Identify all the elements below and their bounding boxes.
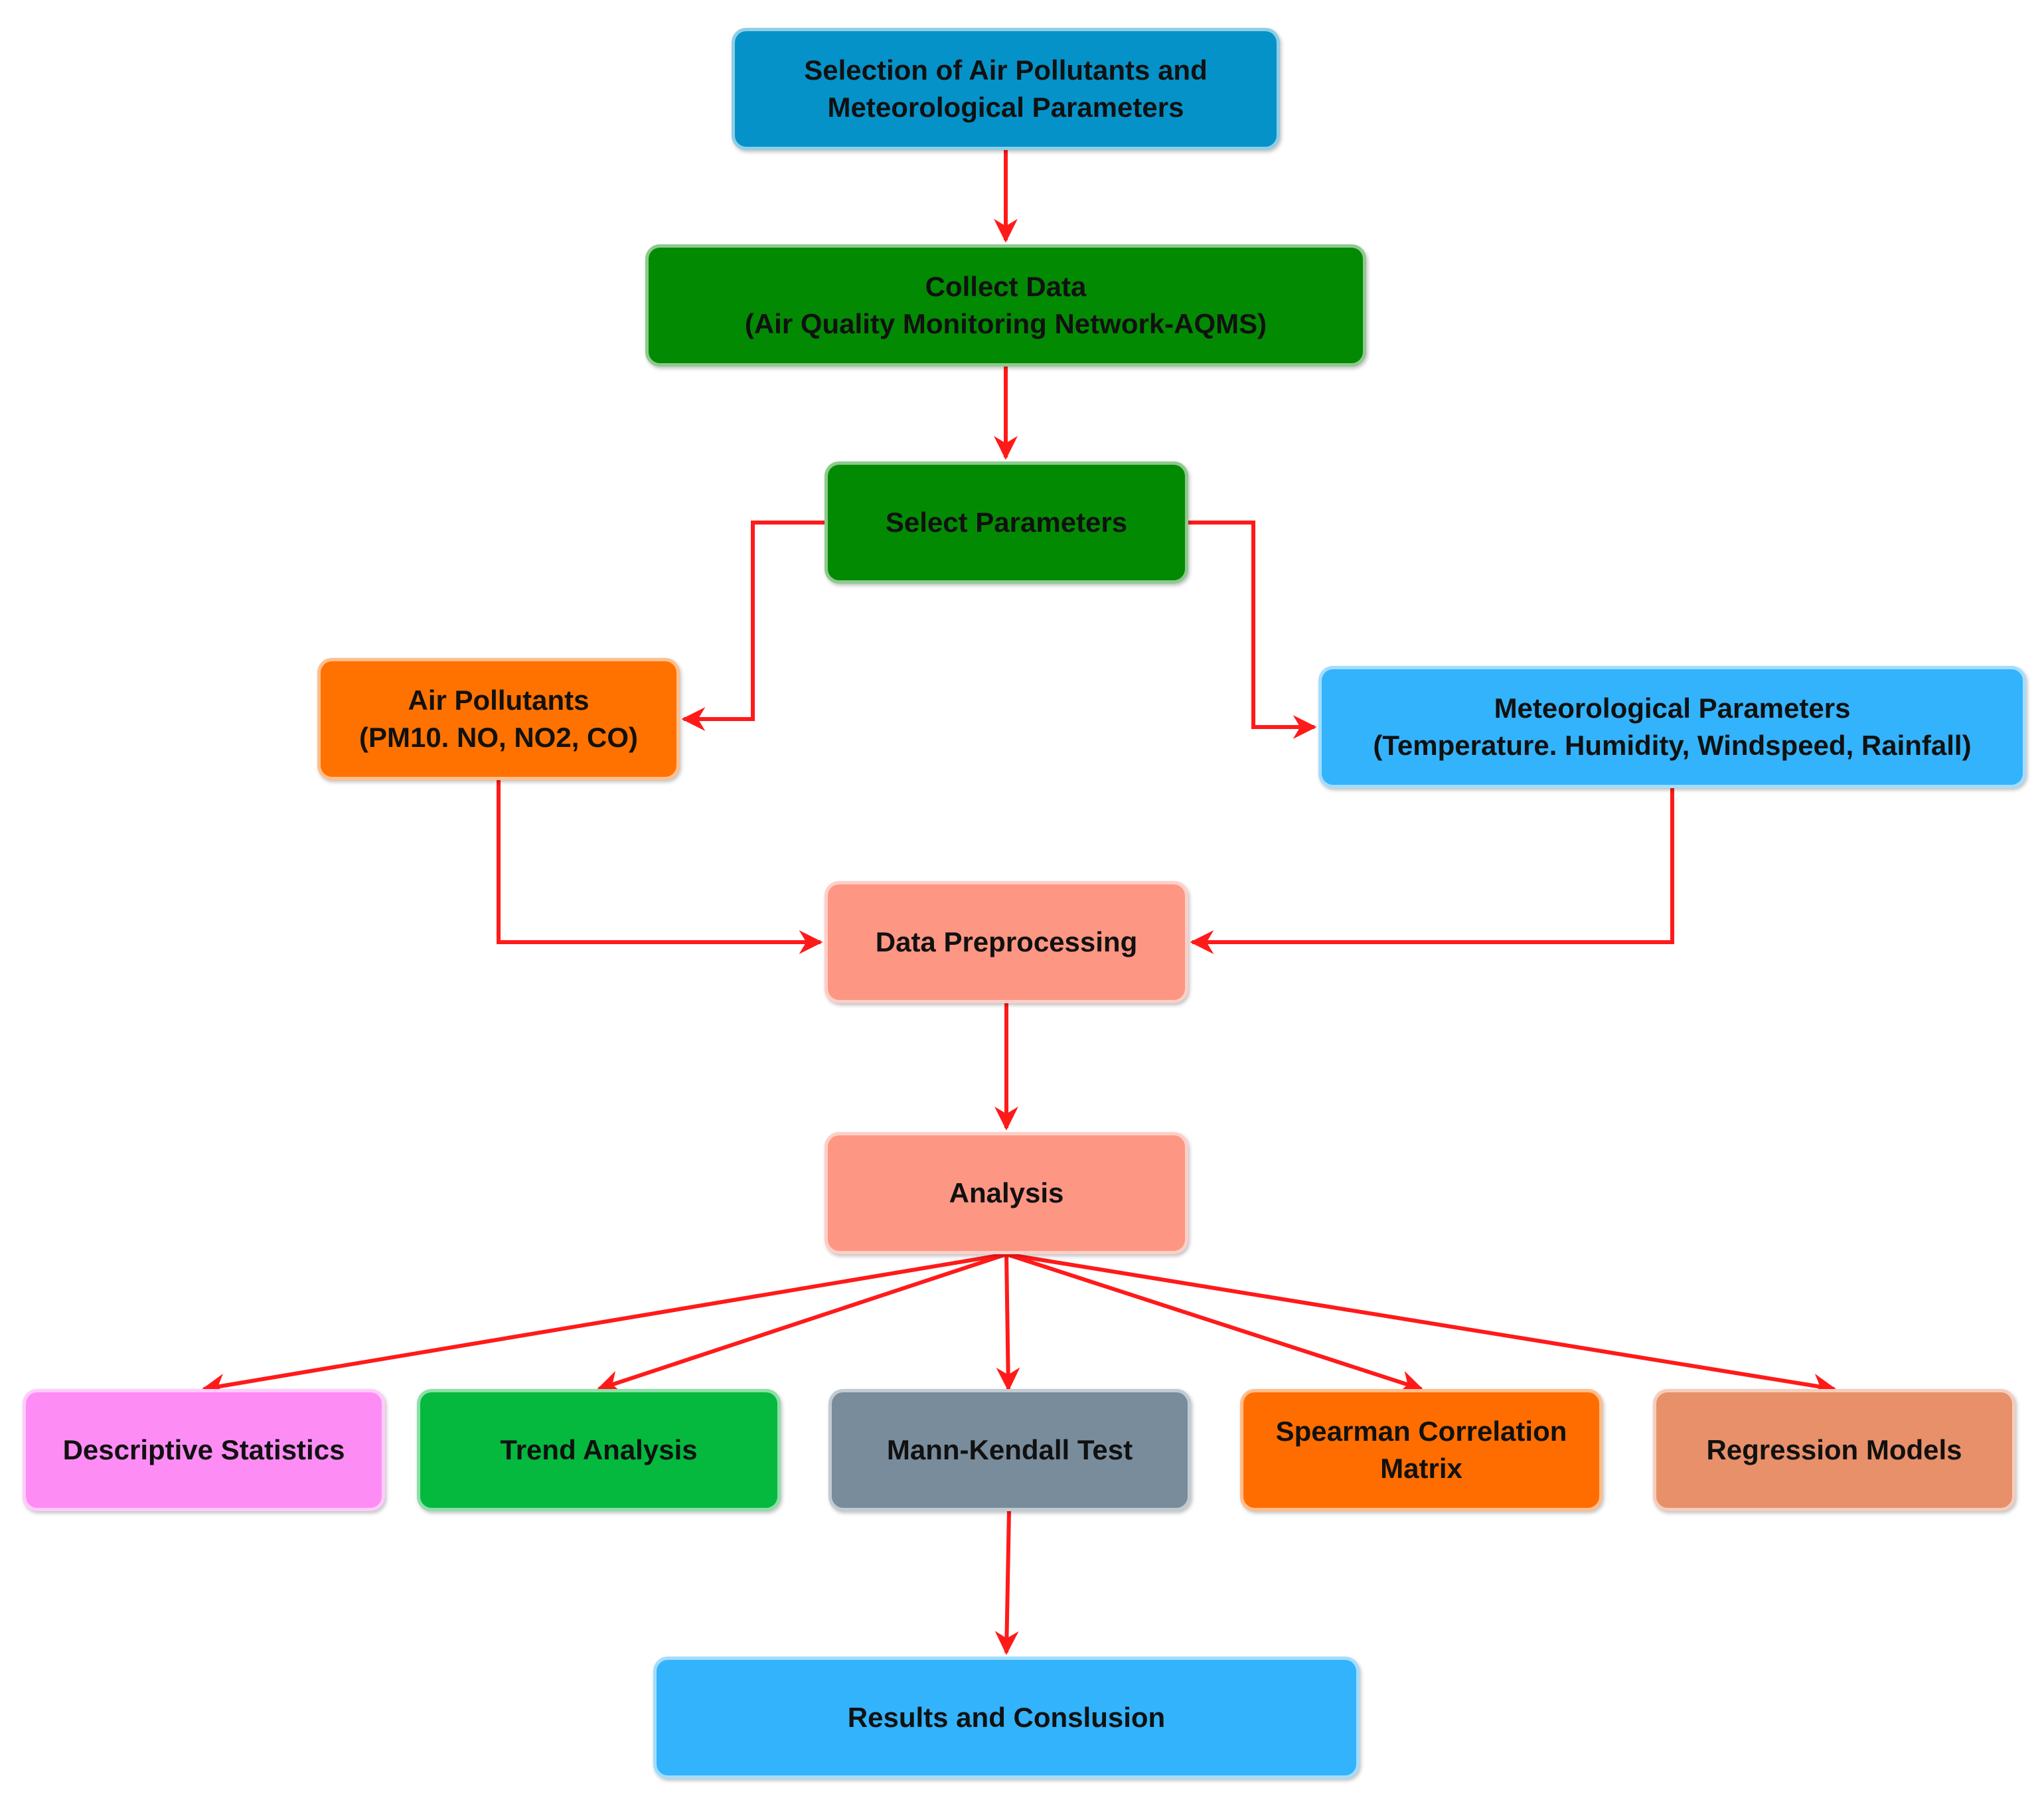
node-text-line: Regression Models	[1706, 1434, 1962, 1465]
node-text-line: Meteorological Parameters	[1494, 693, 1851, 724]
node-text-line: (Air Quality Monitoring Network-AQMS)	[744, 308, 1267, 339]
node-text-line: Meteorological Parameters	[827, 92, 1184, 123]
node-analysis: Analysis	[825, 1132, 1188, 1254]
node-text-line: (PM10. NO, NO2, CO)	[358, 722, 639, 753]
node-text-line: Select Parameters	[885, 507, 1128, 538]
arrow-mann-kendall-to-results	[994, 1511, 1019, 1655]
node-text-line: Spearman Correlation	[1275, 1416, 1567, 1447]
node-text-line: Descriptive Statistics	[62, 1434, 345, 1465]
node-data-preprocessing: Data Preprocessing	[825, 881, 1188, 1003]
node-results-and-conclusion: Results and Conslusion	[653, 1657, 1360, 1779]
node-text-line: Collect Data	[925, 271, 1087, 302]
node-mann-kendall-test: Mann-Kendall Test	[828, 1389, 1191, 1511]
arrow-select-parameters-to-air-pollutants	[681, 521, 825, 731]
arrow-meteorological-to-preprocessing	[1190, 788, 1674, 954]
node-text-line: Trend Analysis	[500, 1434, 698, 1465]
node-trend-analysis: Trend Analysis	[417, 1389, 781, 1511]
arrow-air-pollutants-to-preprocessing	[497, 780, 823, 954]
arrow-select-parameters-to-meteorological	[1188, 521, 1317, 739]
node-descriptive-statistics: Descriptive Statistics	[23, 1389, 385, 1511]
node-collect-data: Collect Data (Air Quality Monitoring Netw…	[645, 244, 1366, 367]
arrow-analysis-to-spearman-correlation	[1006, 1252, 1424, 1394]
node-text-line: (Temperature. Humidity, Windspeed, Rainf…	[1373, 730, 1972, 761]
node-text-line: Analysis	[949, 1177, 1064, 1208]
node-text-line: Matrix	[1380, 1453, 1462, 1484]
arrow-analysis-to-trend-analysis	[596, 1252, 1007, 1394]
arrow-analysis-to-mann-kendall-test	[996, 1254, 1020, 1392]
arrow-analysis-to-regression-models	[1006, 1252, 1837, 1398]
node-text-line: Selection of Air Pollutants and	[804, 54, 1208, 86]
node-select-parameters: Select Parameters	[825, 461, 1188, 584]
node-regression-models: Regression Models	[1653, 1389, 2015, 1511]
node-text-line: Results and Conslusion	[847, 1702, 1166, 1733]
node-air-pollutants: Air Pollutants (PM10. NO, NO2, CO)	[317, 658, 680, 780]
node-text-line: Data Preprocessing	[875, 926, 1138, 957]
node-text-line: Mann-Kendall Test	[886, 1434, 1133, 1465]
node-text-line: Air Pollutants	[408, 685, 590, 716]
node-meteorological-parameters: Meteorological Parameters (Temperature. H…	[1318, 666, 2026, 788]
arrow-analysis-to-descriptive-statistics	[201, 1252, 1007, 1398]
